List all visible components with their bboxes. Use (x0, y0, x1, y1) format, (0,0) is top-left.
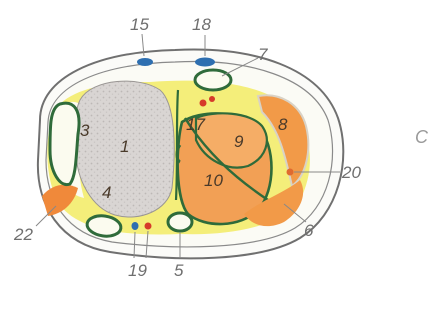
label-22: 22 (13, 225, 33, 244)
panel-letter: C (415, 127, 429, 147)
label-15: 15 (130, 15, 149, 34)
label-19: 19 (128, 261, 147, 280)
label-8: 8 (278, 115, 288, 134)
label-7: 7 (258, 45, 268, 64)
label-1: 1 (120, 137, 129, 156)
tendon-3 (50, 103, 79, 184)
tendon-5 (168, 213, 192, 231)
label-10: 10 (204, 171, 223, 190)
label-6: 6 (304, 221, 314, 240)
label-5: 5 (174, 261, 184, 280)
label-9: 9 (234, 132, 244, 151)
label-20: 20 (341, 163, 361, 182)
vein-18 (195, 58, 215, 67)
label-3: 3 (80, 121, 90, 140)
label-17: 17 (186, 115, 205, 134)
artery-20 (287, 169, 294, 176)
artery-19b (145, 223, 152, 230)
tendon-7 (195, 70, 231, 90)
label-18: 18 (192, 15, 211, 34)
artery-17b (209, 96, 215, 102)
artery-17a (200, 100, 207, 107)
label-4: 4 (102, 183, 111, 202)
vein-15 (137, 58, 153, 66)
vein-19a (132, 222, 139, 230)
